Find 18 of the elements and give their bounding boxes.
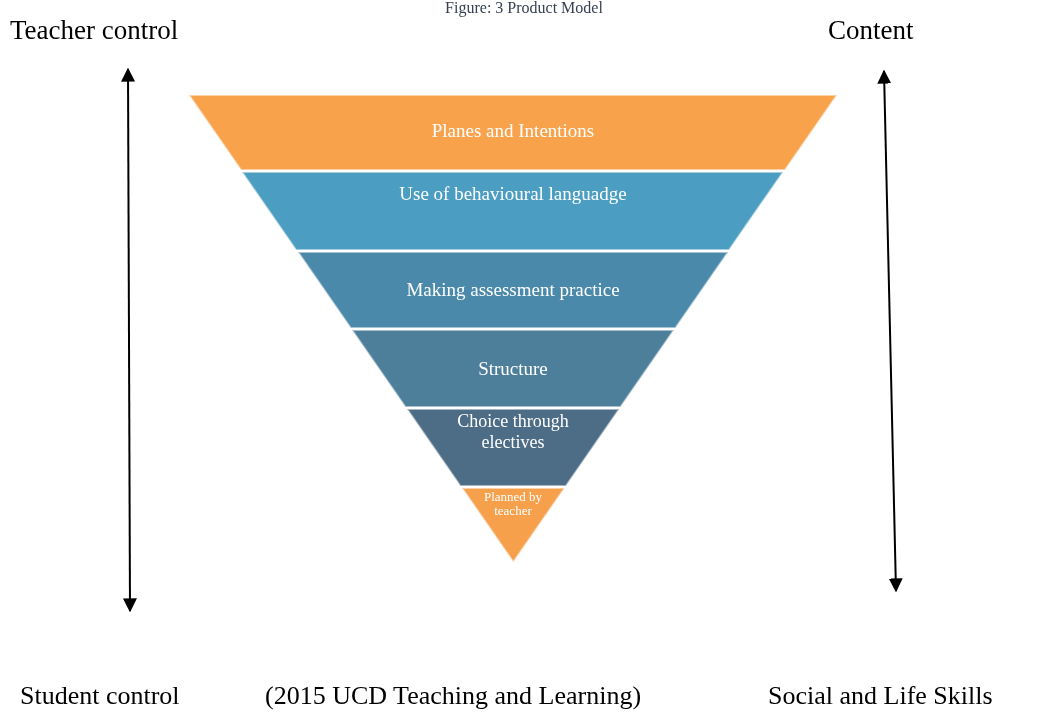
funnel-segment <box>189 95 837 170</box>
funnel-segment <box>297 252 729 328</box>
figure-title: Figure: 3 Product Model <box>444 0 604 19</box>
funnel-segment <box>461 488 565 562</box>
axis-label: Student control <box>20 680 180 712</box>
axis-label: (2015 UCD Teaching and Learning) <box>265 680 642 712</box>
segment-label: Structure <box>478 357 548 381</box>
segment-label: Choice through electives <box>456 411 570 453</box>
funnel-segment <box>242 172 784 250</box>
segment-label: Planned by teacher <box>482 490 544 519</box>
axis-label: Social and Life Skills <box>768 680 993 712</box>
axis-label: Teacher control <box>10 14 179 47</box>
axis-label: Content <box>828 14 914 47</box>
segment-label: Making assessment practice <box>406 278 620 302</box>
funnel-segment <box>406 409 620 486</box>
funnel-segment <box>352 330 674 407</box>
segment-label: Use of behavioural languadge <box>399 182 627 206</box>
segment-label: Planes and Intentions <box>431 119 595 143</box>
